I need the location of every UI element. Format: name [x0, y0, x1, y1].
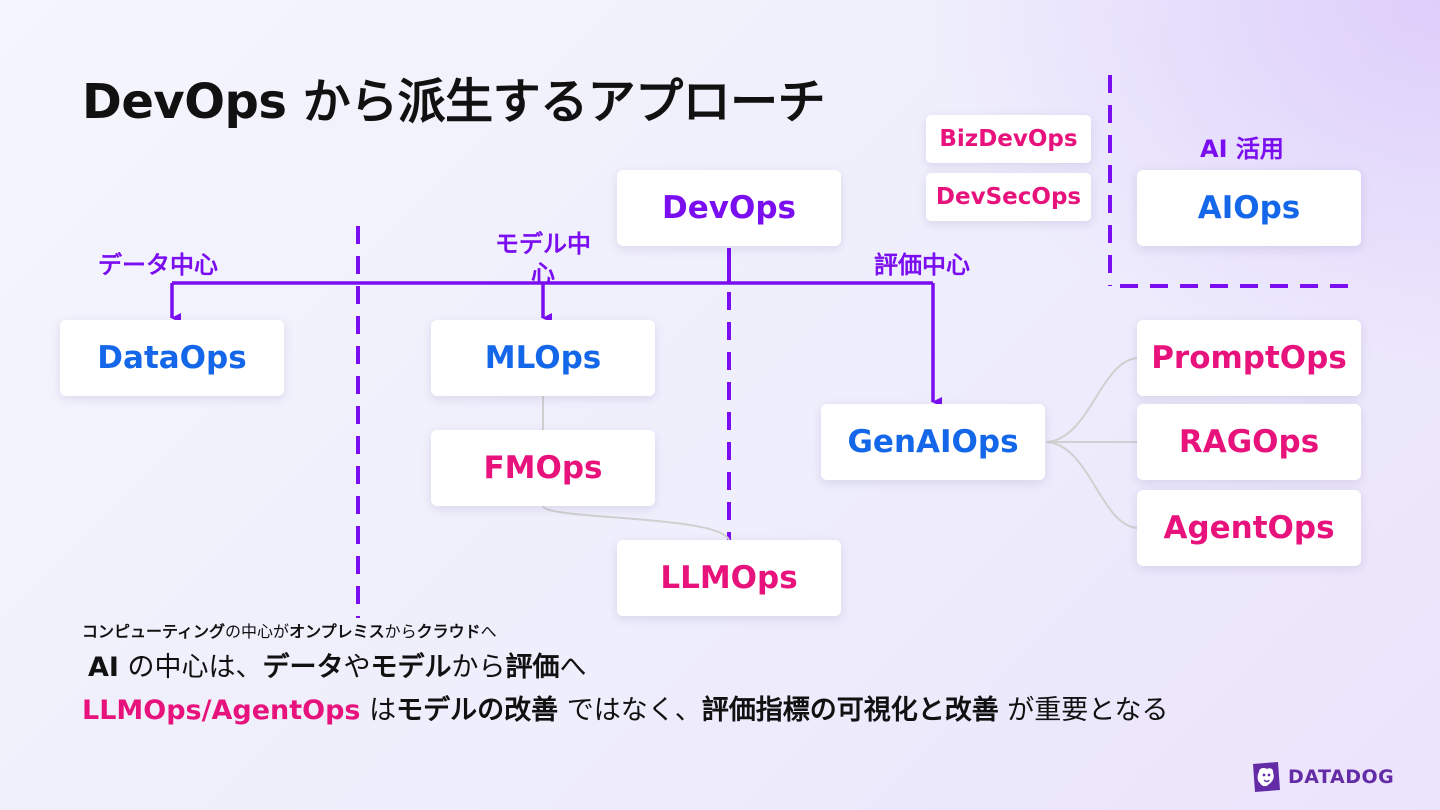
box-genaiops-label: GenAIOps	[847, 424, 1019, 460]
label-eval-centric: 評価中心	[874, 251, 970, 279]
datadog-dog-icon	[1253, 762, 1280, 792]
note3-seg: モデルの改善	[396, 695, 559, 726]
note3-seg: 評価指標の可視化と改善	[701, 695, 999, 726]
note1-seg: の中心が	[225, 622, 290, 641]
note1-seg: オンプレミス	[289, 622, 385, 641]
box-devops: DevOps	[617, 170, 841, 246]
note2-seg: から	[451, 652, 506, 683]
box-bizdevops: BizDevOps	[926, 115, 1091, 163]
box-bizdevops-label: BizDevOps	[939, 126, 1078, 152]
page-title: DevOps から派生するアプローチ	[82, 74, 826, 130]
box-agentops: AgentOps	[1137, 490, 1361, 566]
box-dataops: DataOps	[60, 320, 284, 396]
box-devsecops-label: DevSecOps	[935, 184, 1082, 210]
logo-text: DATADOG	[1288, 766, 1395, 788]
label-ai-usage: AI 活用	[1200, 135, 1284, 163]
box-llmops: LLMOps	[617, 540, 841, 616]
box-fmops: FMOps	[431, 430, 655, 506]
note2-seg: モデル	[370, 652, 452, 683]
note2-seg: AI	[88, 652, 119, 683]
box-aiops: AIOps	[1137, 170, 1361, 246]
note3-seg: は	[360, 695, 397, 726]
box-ragops-label: RAGOps	[1178, 424, 1320, 460]
note-line-2: AI の中心は、データやモデルから評価へ	[88, 645, 587, 684]
datadog-logo: DATADOG	[1250, 760, 1394, 794]
box-devsecops: DevSecOps	[926, 173, 1091, 221]
note2-seg: へ	[559, 652, 587, 683]
box-dataops-label: DataOps	[97, 340, 247, 376]
note3-seg-accent: LLMOps/AgentOps	[82, 695, 361, 726]
note1-seg: クラウド	[416, 622, 481, 641]
connector-genaiops-promptops	[1045, 357, 1139, 443]
note1-seg: コンピューティング	[82, 622, 226, 641]
note1-seg: から	[384, 622, 417, 641]
note3-seg: ではなく、	[558, 695, 702, 726]
note2-seg: の中心は、	[118, 652, 263, 683]
connector-genaiops-agentops	[1045, 441, 1139, 529]
box-fmops-label: FMOps	[483, 450, 603, 486]
box-ragops: RAGOps	[1137, 404, 1361, 480]
box-mlops-label: MLOps	[484, 340, 602, 376]
label-model-centric: モデル中心	[495, 230, 591, 288]
note2-seg: データ	[262, 652, 344, 683]
box-promptops: PromptOps	[1137, 320, 1361, 396]
box-aiops-label: AIOps	[1197, 190, 1301, 226]
label-data-centric: データ中心	[98, 251, 218, 279]
note-line-1: コンピューティングの中心がオンプレミスからクラウドへ	[82, 618, 497, 642]
box-agentops-label: AgentOps	[1163, 510, 1335, 546]
connector-fmops-llmops	[542, 505, 730, 541]
note3-seg: が重要となる	[998, 695, 1169, 726]
box-mlops: MLOps	[431, 320, 655, 396]
box-llmops-label: LLMOps	[660, 560, 798, 596]
box-devops-label: DevOps	[662, 190, 796, 226]
note2-seg: 評価	[505, 652, 560, 683]
note-line-3: LLMOps/AgentOps はモデルの改善 ではなく、評価指標の可視化と改善…	[82, 688, 1168, 727]
note2-seg: や	[343, 652, 371, 683]
box-promptops-label: PromptOps	[1151, 340, 1347, 376]
box-genaiops: GenAIOps	[821, 404, 1045, 480]
note1-seg: へ	[480, 622, 497, 641]
